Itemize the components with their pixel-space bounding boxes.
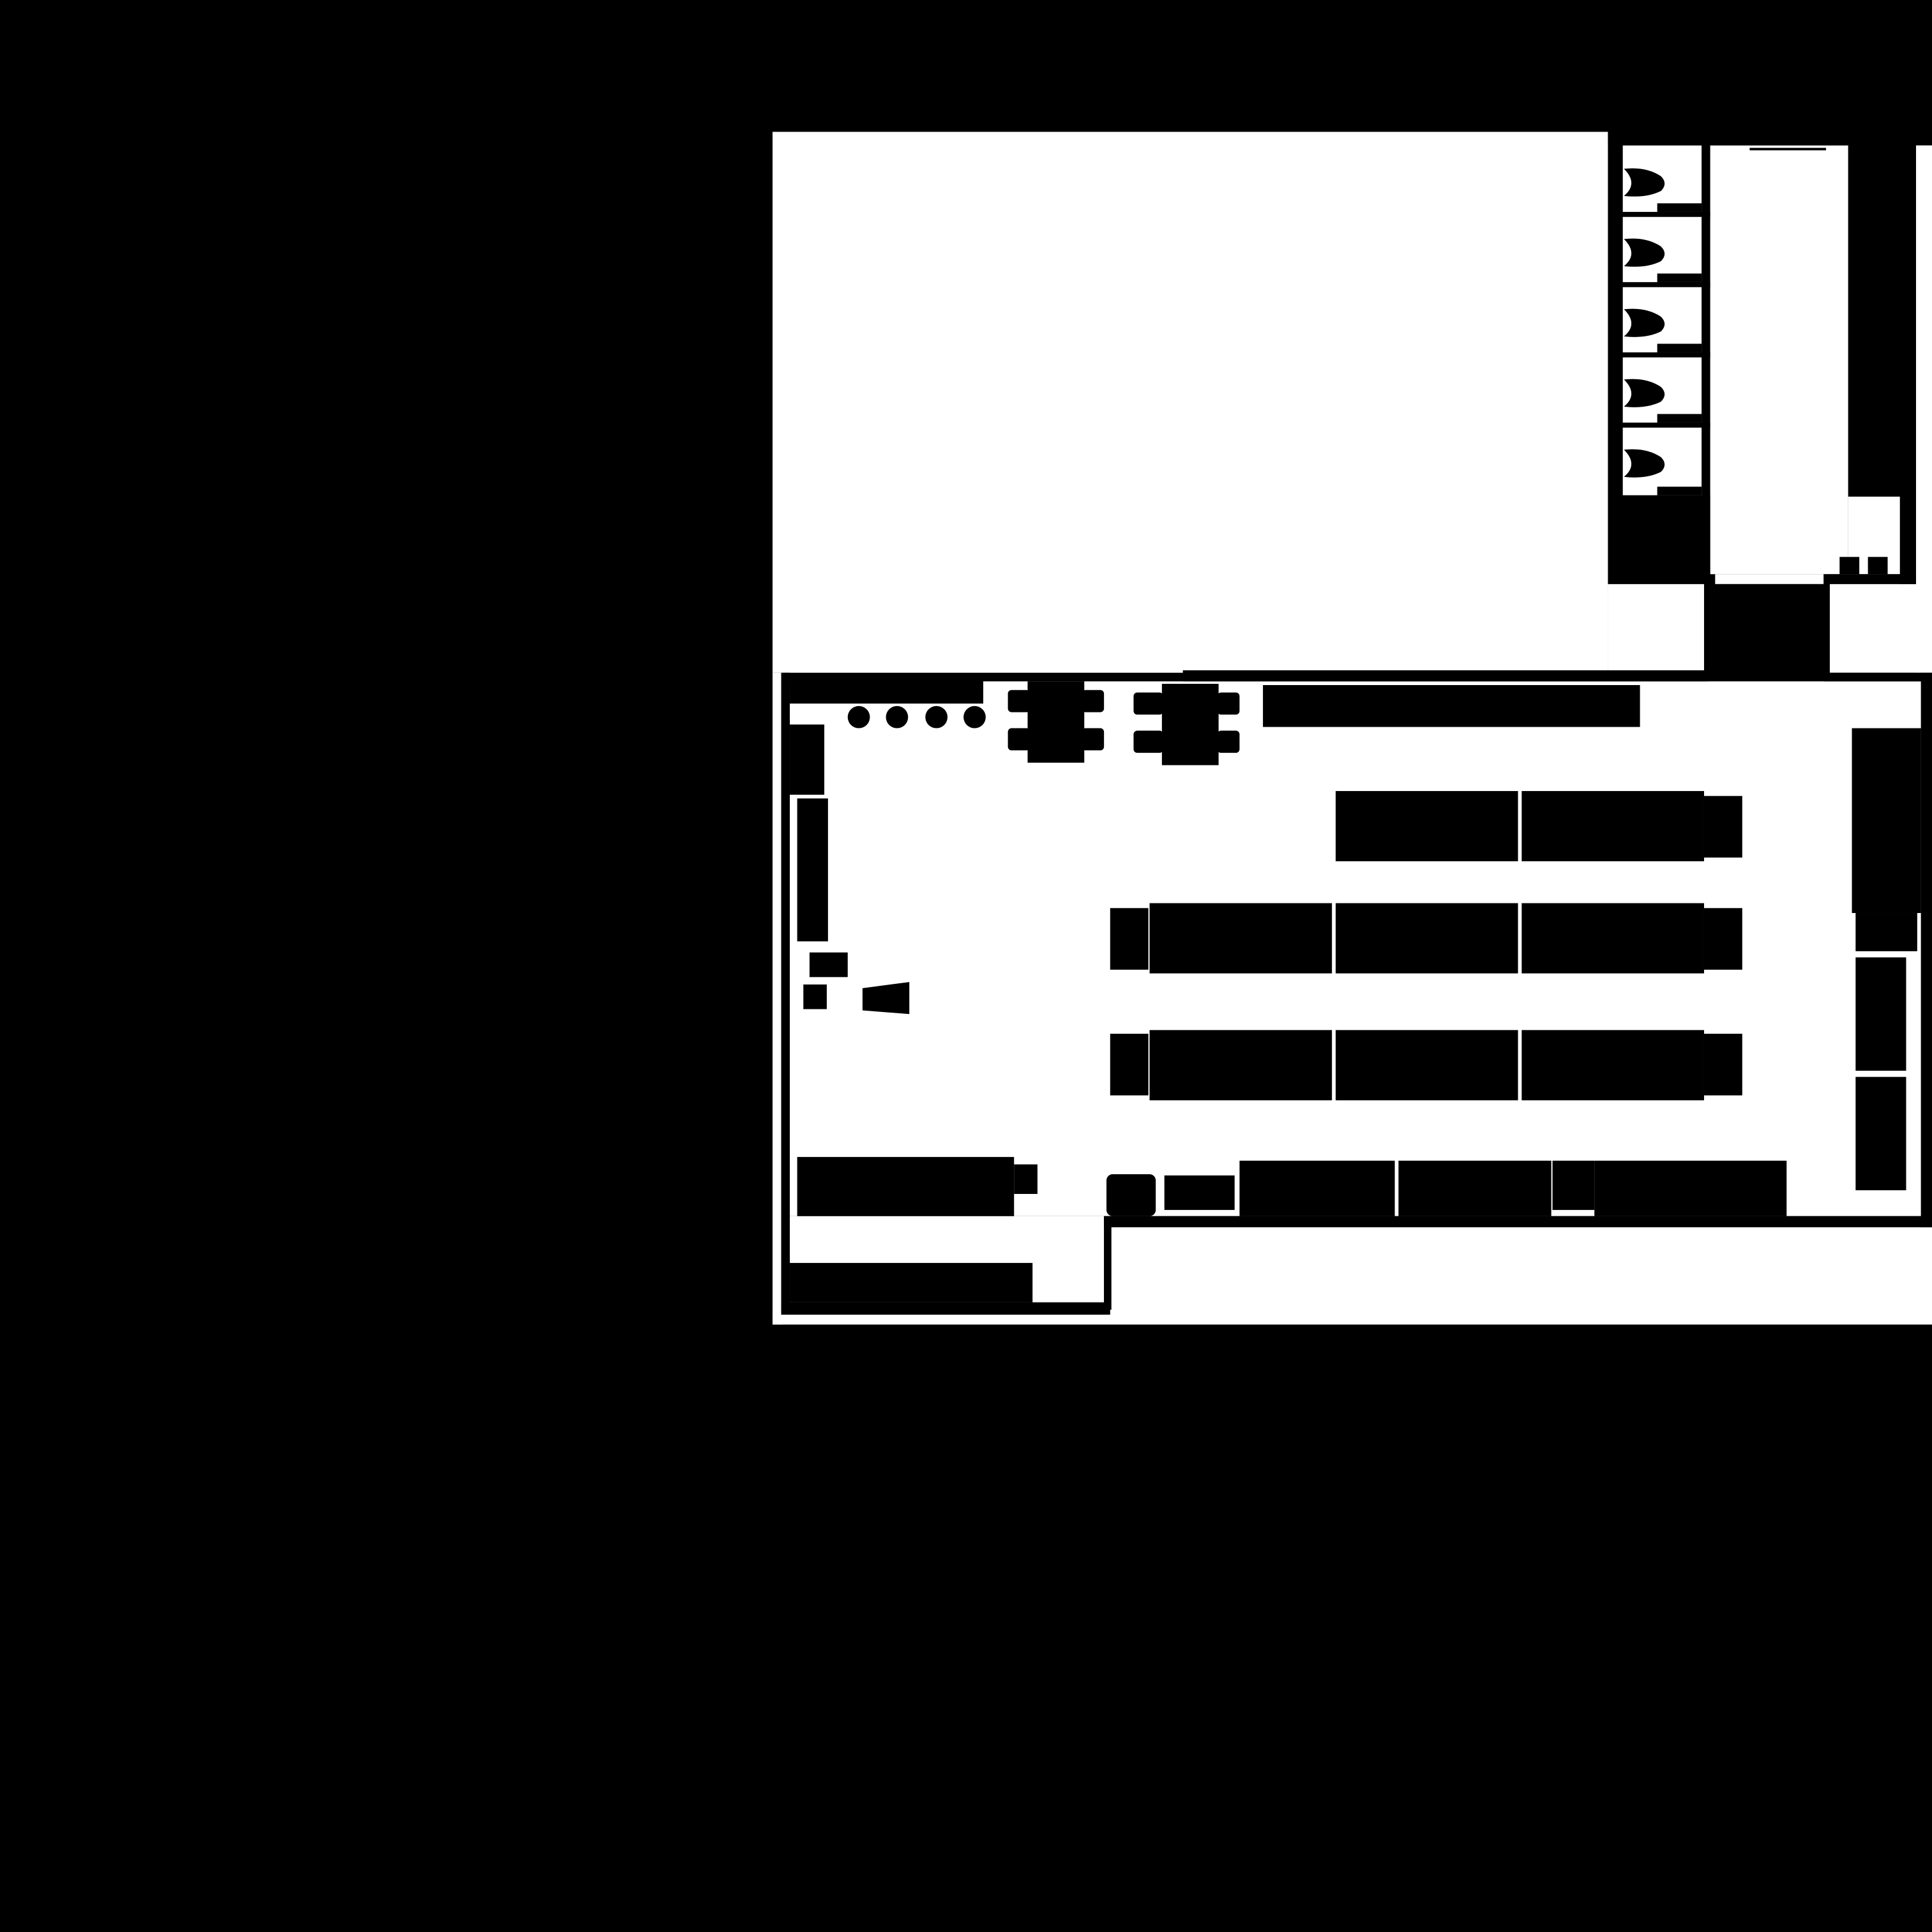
toilet-5 — [1624, 449, 1665, 478]
free-space-regions — [773, 132, 1932, 1325]
toilet-4 — [1624, 379, 1665, 407]
wall-restroom-north — [1608, 132, 1932, 146]
stall-divider-4 — [1622, 422, 1710, 428]
walls — [781, 132, 1932, 1315]
counter-south-1 — [1239, 1160, 1395, 1216]
sink-1 — [1839, 557, 1860, 575]
stool-4 — [963, 706, 986, 728]
chair-b4 — [1217, 730, 1240, 753]
equipment-2 — [803, 984, 827, 1009]
cabinet-east-3 — [1855, 957, 1906, 1071]
open-area-north — [773, 132, 1608, 673]
stall-shelf-3 — [1657, 343, 1702, 352]
counter-south-small — [1164, 1175, 1235, 1211]
wall-restroom-west — [1608, 132, 1623, 584]
chair-a1 — [1008, 690, 1030, 713]
bench-north — [1263, 684, 1640, 727]
stool-1 — [847, 706, 870, 728]
toilet-2 — [1624, 238, 1665, 267]
table-row-3a — [1149, 1030, 1332, 1101]
open-area-south-east — [1110, 1227, 1932, 1309]
cabinet-west-1 — [790, 724, 825, 795]
chair-b3 — [1133, 730, 1163, 753]
wall-south-alcove — [781, 1302, 1110, 1315]
table-row-1-cap — [1703, 796, 1742, 858]
wall-north-east — [1823, 672, 1932, 682]
sink-2 — [1868, 557, 1888, 575]
wall-alcove-east — [1104, 1216, 1112, 1310]
wall-restroom-sw — [1622, 495, 1710, 584]
cabinet-west-2 — [797, 798, 828, 942]
wall-restroom-shaft — [1703, 574, 1710, 675]
wall-restroom-south — [1829, 574, 1916, 584]
table-row-2c — [1521, 903, 1704, 974]
toilet-3 — [1624, 308, 1665, 337]
table-row-2b — [1335, 903, 1518, 974]
counter-south-west — [797, 1157, 1015, 1216]
table-row-3b — [1335, 1030, 1518, 1101]
table-b — [1161, 684, 1219, 766]
stool-3 — [925, 706, 948, 728]
stall-divider-2 — [1622, 282, 1710, 287]
cabinet-east-1 — [1852, 728, 1921, 914]
stool-2 — [886, 706, 909, 728]
toilet-1 — [1624, 168, 1665, 197]
mirror-line — [1749, 147, 1827, 151]
wall-south-main — [1104, 1216, 1932, 1228]
restroom-corridor — [1710, 145, 1848, 575]
stall-divider-3 — [1622, 352, 1710, 358]
wall-east-main — [1921, 672, 1932, 1228]
chair-b1 — [1133, 692, 1163, 715]
chair-south — [1106, 1174, 1156, 1216]
chair-b2 — [1217, 692, 1240, 715]
counter-south-3 — [1552, 1160, 1595, 1211]
stall-divider-1 — [1622, 211, 1710, 217]
table-row-1b — [1521, 790, 1704, 861]
stall-shelf-1 — [1657, 203, 1702, 212]
cabinet-east-2 — [1855, 913, 1917, 951]
cabinet-east-4 — [1855, 1076, 1906, 1191]
wall-restroom-shaft-2 — [1823, 574, 1830, 675]
equipment-1 — [809, 952, 848, 977]
table-row-1a — [1335, 790, 1518, 861]
table-row-3-cap-e — [1703, 1034, 1742, 1096]
stall-shelf-4 — [1657, 414, 1702, 423]
stall-front — [1702, 145, 1705, 495]
open-area-top-mid — [1608, 584, 1707, 673]
table-row-3-cap-w — [1110, 1034, 1149, 1096]
wall-west-main — [781, 672, 790, 1314]
chair-a4 — [1082, 728, 1105, 751]
table-row-2-cap-w — [1110, 908, 1149, 970]
podium — [862, 982, 910, 1015]
open-area-top-right — [1829, 584, 1932, 673]
wall-restroom-east — [1848, 145, 1916, 497]
table-row-2-cap-e — [1703, 908, 1742, 970]
corridor-link — [1715, 574, 1827, 584]
desk-south-west — [790, 1263, 1033, 1302]
counter-north — [790, 677, 984, 704]
chair-a2 — [1082, 690, 1105, 713]
chair-a3 — [1008, 728, 1030, 751]
stall-shelf-5 — [1657, 487, 1702, 495]
counter-south-4 — [1594, 1160, 1787, 1216]
counter-south-west-tab — [1014, 1164, 1038, 1195]
open-area-west-strip — [773, 672, 783, 1325]
stall-shelf-2 — [1657, 273, 1702, 282]
table-a — [1027, 681, 1085, 763]
wall-restroom-east-low — [1899, 496, 1916, 584]
counter-south-2 — [1398, 1160, 1551, 1216]
wall-north-main — [1182, 670, 1708, 682]
table-row-3c — [1521, 1030, 1704, 1101]
open-area-far-right — [1915, 132, 1932, 673]
table-row-2a — [1149, 903, 1332, 974]
